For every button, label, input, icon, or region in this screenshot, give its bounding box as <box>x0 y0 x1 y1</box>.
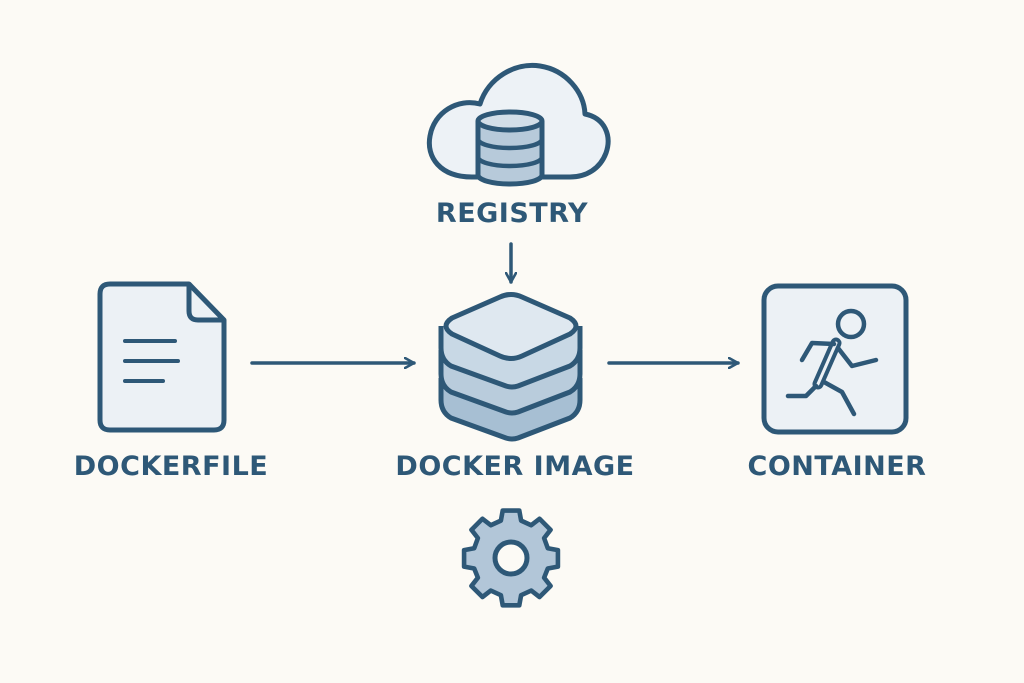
dockerfile-label: DOCKERFILE <box>73 451 269 482</box>
gear-icon <box>461 508 561 608</box>
document-icon <box>97 281 227 433</box>
database-icon <box>475 109 545 187</box>
cloud-database-icon <box>426 62 611 187</box>
layered-stack-icon <box>438 292 583 442</box>
container-label: CONTAINER <box>747 451 927 482</box>
running-person-icon <box>761 283 909 435</box>
registry-label: REGISTRY <box>435 198 589 229</box>
docker-image-label: DOCKER IMAGE <box>395 451 635 482</box>
